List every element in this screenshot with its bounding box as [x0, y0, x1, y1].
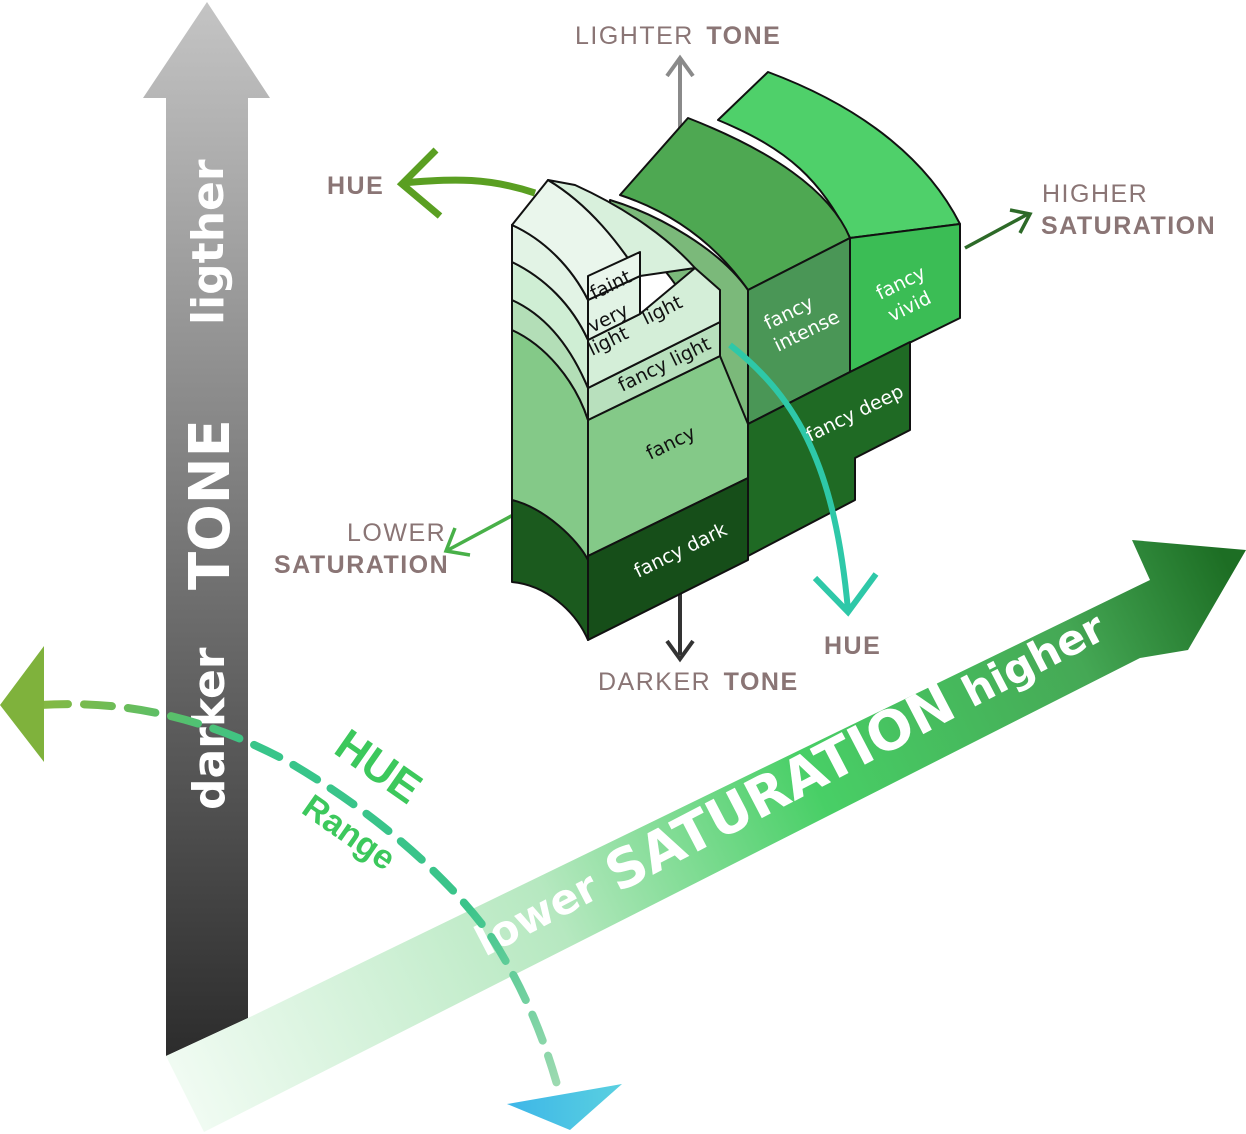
saturation-title: SATURATION: [595, 671, 965, 904]
hue-top-arrowhead: [396, 147, 443, 219]
light-top: [547, 179, 696, 277]
tone-axis-arrow: [143, 2, 270, 1056]
lower-saturation-callout-thin: LOWER: [347, 519, 446, 547]
lower-saturation-callout-bold: SATURATION: [274, 551, 449, 579]
tone-lighter-label: ligther: [183, 159, 234, 325]
hue-bottom-arrowhead: [812, 572, 879, 617]
faint-face: [587, 251, 641, 301]
grade-block: [511, 71, 961, 641]
saturation-axis-arrow: [166, 540, 1246, 1132]
tone-title: TONE: [178, 419, 243, 590]
hue-top-callout: HUE: [327, 172, 384, 200]
higher-saturation-arrow: [964, 212, 1029, 250]
fancy-vivid-top: [717, 71, 961, 239]
higher-saturation-callout-thin: HIGHER: [1042, 180, 1148, 208]
higher-saturation-callout-bold: SATURATION: [1041, 212, 1216, 240]
darker-tone-arrowhead: [665, 639, 695, 663]
lighter-tone-callout: LIGHTER TONE: [575, 22, 781, 50]
lower-saturation-arrowhead: [443, 527, 471, 557]
darker-tone-callout: DARKER TONE: [598, 668, 799, 696]
higher-saturation-arrowhead: [1009, 208, 1033, 234]
fancy-dark-face: [587, 477, 749, 641]
hue-bottom-callout: HUE: [824, 632, 881, 660]
lighter-tone-arrowhead: [665, 54, 695, 78]
fancy-deep-face: [747, 341, 911, 557]
hue-range-bottom-arrowhead: [507, 1084, 622, 1130]
hue-range-dashed-arc: [36, 700, 564, 1099]
hue-bottom-arrow: [728, 342, 851, 611]
hue-top-arrow: [401, 176, 537, 197]
hue-range-left-arrowhead: [0, 646, 44, 762]
